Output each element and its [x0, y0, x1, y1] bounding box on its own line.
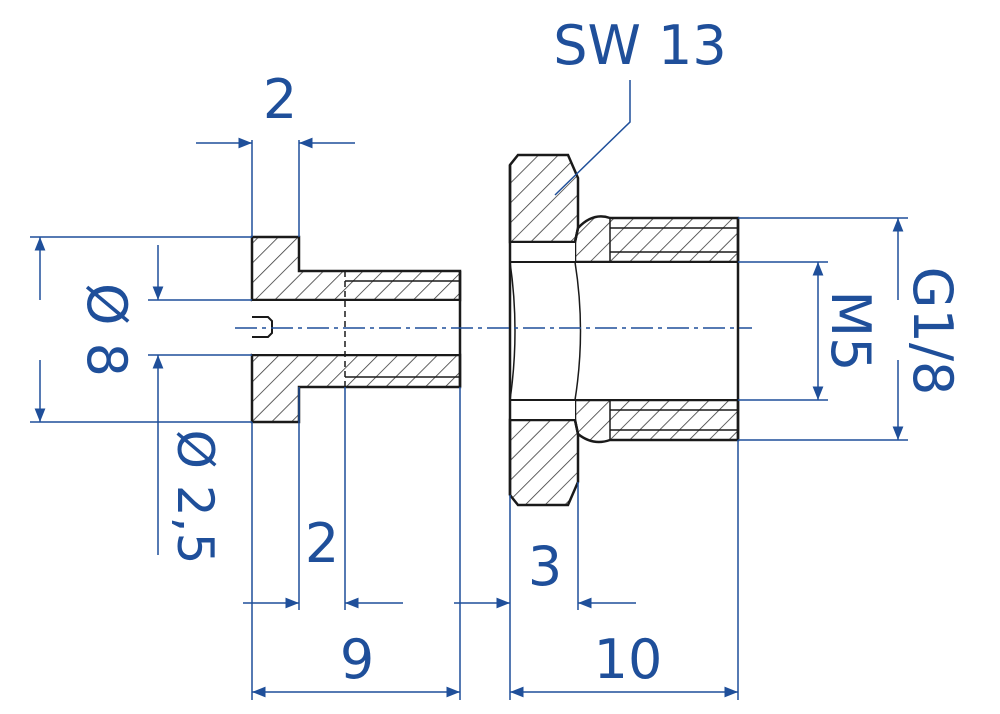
dim-hex-height: 3 [528, 535, 562, 598]
thread-lower-section [573, 398, 740, 444]
dim-counterbore-depth: 2 [305, 512, 339, 575]
screw-slot [252, 316, 273, 338]
hex-upper-section [508, 153, 580, 244]
dim-right-overall-length: 10 [594, 628, 663, 691]
left-lower-section [250, 353, 462, 424]
hex-lower-section [508, 418, 580, 507]
dim-left-overall-length: 9 [340, 628, 374, 691]
left-upper-section [250, 235, 462, 302]
dim-hex-size: SW 13 [553, 14, 727, 77]
dim-outer-thread: G1/8 [901, 267, 964, 396]
dimensions [30, 80, 908, 700]
dim-flange-thickness: 2 [263, 68, 297, 131]
right-part [508, 153, 740, 507]
dim-inner-thread: M5 [819, 291, 882, 372]
dim-bore-diameter: Ø 2,5 [166, 430, 224, 565]
thread-upper-section [573, 215, 740, 264]
left-part [250, 235, 462, 424]
dim-head-diameter: Ø 8 [75, 283, 138, 377]
